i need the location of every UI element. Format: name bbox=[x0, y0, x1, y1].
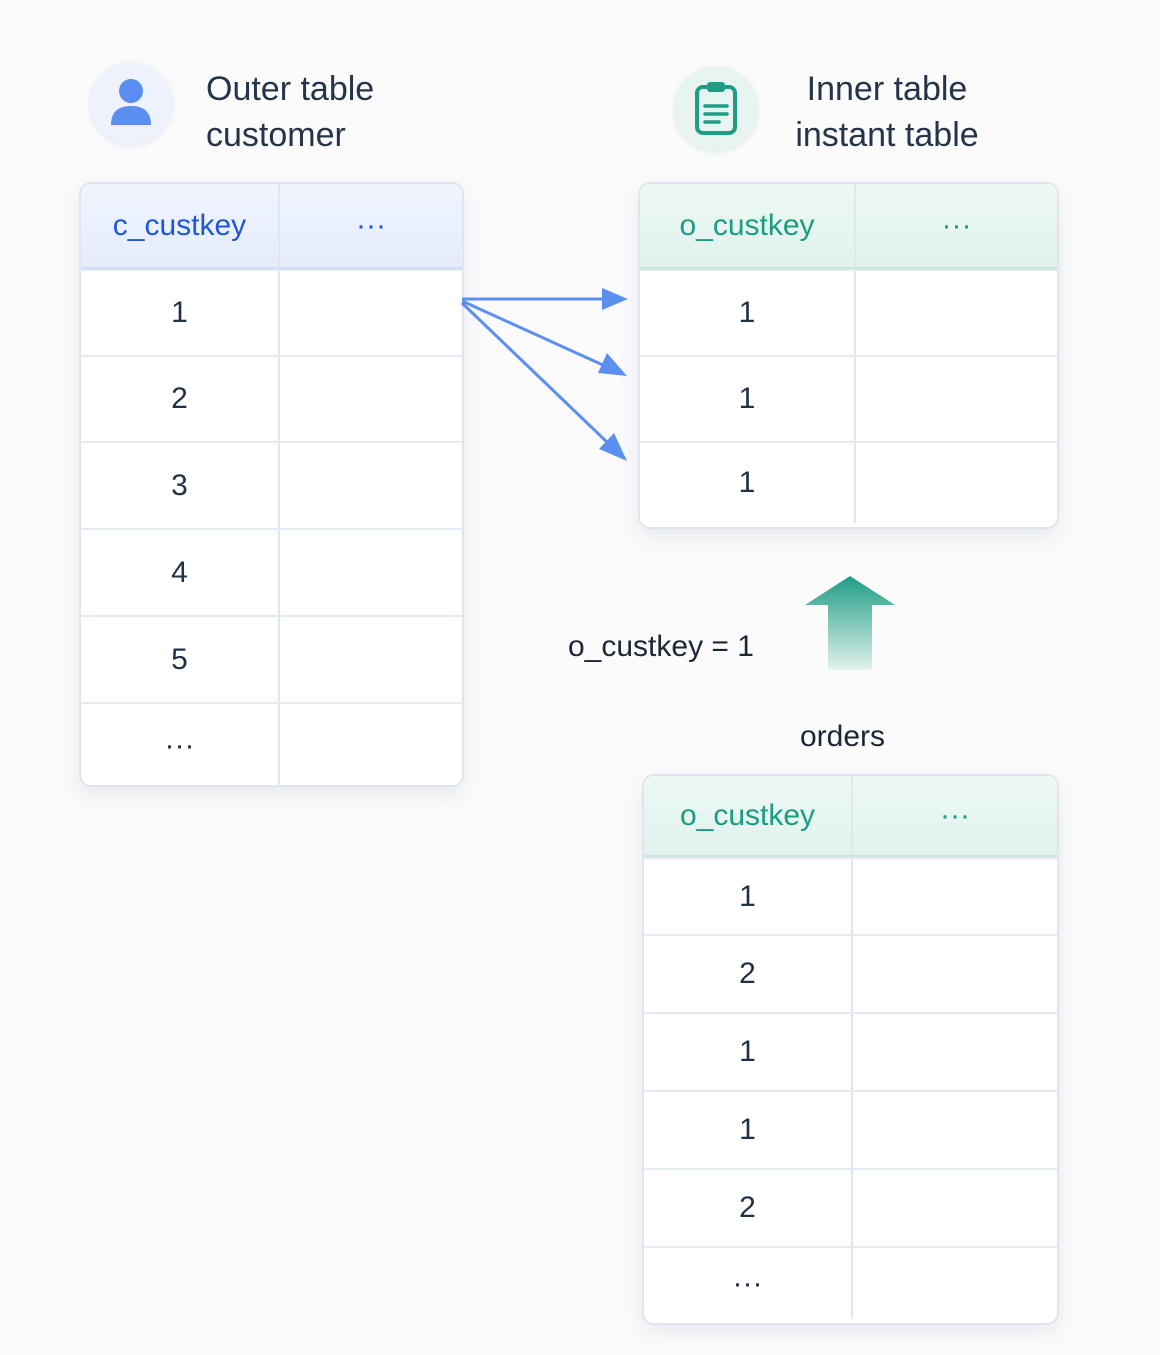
outer-cell-key: 1 bbox=[171, 296, 188, 329]
outer-cell-key: 4 bbox=[171, 555, 188, 589]
table-row: 1 bbox=[640, 269, 1057, 355]
inner-cell-key: 1 bbox=[738, 466, 756, 499]
outer-header-key: c_custkey bbox=[112, 208, 247, 242]
inner-cell-empty bbox=[854, 271, 1057, 355]
outer-table: c_custkey ··· 1 2 3 4 5 ··· bbox=[79, 182, 464, 787]
orders-cell-empty bbox=[851, 859, 1057, 934]
outer-cell-key: 5 bbox=[171, 642, 188, 676]
outer-title: Outer table customer bbox=[206, 66, 374, 158]
inner-header-key: o_custkey bbox=[679, 208, 815, 242]
inner-title-line2: instant table bbox=[795, 116, 979, 154]
orders-title: orders bbox=[800, 720, 886, 753]
orders-cell-key: 2 bbox=[739, 1191, 756, 1224]
table-row: 1 bbox=[644, 1090, 1057, 1168]
outer-avatar bbox=[90, 62, 172, 144]
outer-cell-empty bbox=[278, 271, 462, 355]
table-row: 2 bbox=[81, 355, 462, 441]
inner-table: o_custkey ··· 1 1 1 bbox=[638, 182, 1059, 529]
table-row: ··· bbox=[644, 1246, 1057, 1319]
match-arrow-2 bbox=[461, 299, 627, 376]
match-arrow-3 bbox=[460, 301, 627, 461]
orders-table-header: o_custkey ··· bbox=[644, 776, 1057, 857]
table-row: 1 bbox=[644, 1012, 1057, 1090]
inner-title-line1: Inner table bbox=[806, 70, 968, 108]
orders-cell-key: 1 bbox=[739, 1113, 756, 1146]
orders-cell-empty bbox=[851, 1170, 1057, 1246]
clipboard-icon bbox=[695, 82, 737, 135]
inner-header-more: ··· bbox=[854, 184, 1057, 267]
table-row: 1 bbox=[81, 269, 462, 355]
outer-cell-empty bbox=[278, 443, 462, 528]
inner-cell-empty bbox=[854, 443, 1057, 523]
orders-header-more: ··· bbox=[851, 776, 1057, 855]
outer-cell-empty bbox=[278, 530, 462, 615]
outer-cell-empty bbox=[278, 357, 462, 441]
inner-title: Inner table instant table bbox=[770, 66, 1004, 158]
user-icon bbox=[111, 79, 151, 125]
orders-cell-empty bbox=[851, 1092, 1057, 1168]
table-row: 1 bbox=[640, 441, 1057, 523]
outer-cell-key: 2 bbox=[171, 382, 188, 415]
inner-cell-empty bbox=[854, 357, 1057, 441]
outer-cell-empty bbox=[278, 617, 462, 702]
up-arrow-icon bbox=[805, 576, 895, 670]
inner-cell-key: 1 bbox=[738, 296, 756, 329]
table-row: 4 bbox=[81, 528, 462, 615]
inner-table-header: o_custkey ··· bbox=[640, 184, 1057, 269]
outer-title-line1: Outer table bbox=[206, 70, 375, 108]
orders-cell-key: 1 bbox=[739, 879, 756, 913]
table-row: 3 bbox=[81, 441, 462, 528]
orders-cell-empty bbox=[851, 1014, 1057, 1090]
orders-header-key: o_custkey bbox=[679, 798, 816, 832]
table-row: 2 bbox=[644, 934, 1057, 1012]
orders-cell-key: ··· bbox=[732, 1266, 763, 1300]
filter-label: o_custkey = 1 bbox=[568, 630, 754, 663]
table-row: 5 bbox=[81, 615, 462, 702]
table-row: 1 bbox=[640, 355, 1057, 441]
orders-cell-key: 1 bbox=[739, 1035, 756, 1068]
inner-avatar bbox=[674, 66, 758, 150]
outer-header-more: ··· bbox=[278, 184, 462, 267]
orders-cell-empty bbox=[851, 936, 1057, 1012]
orders-cell-empty bbox=[851, 1248, 1057, 1319]
orders-table: o_custkey ··· 1 2 1 1 2 ··· bbox=[642, 774, 1059, 1325]
outer-cell-empty bbox=[278, 704, 462, 785]
outer-cell-key: ··· bbox=[164, 728, 195, 762]
inner-cell-key: 1 bbox=[738, 382, 756, 415]
table-row: ··· bbox=[81, 702, 462, 785]
table-row: 2 bbox=[644, 1168, 1057, 1246]
outer-table-header: c_custkey ··· bbox=[81, 184, 462, 269]
table-row: 1 bbox=[644, 857, 1057, 934]
outer-cell-key: 3 bbox=[171, 468, 188, 502]
match-arrow-1 bbox=[462, 288, 628, 310]
orders-cell-key: 2 bbox=[739, 957, 756, 990]
outer-title-line2: customer bbox=[206, 116, 346, 154]
